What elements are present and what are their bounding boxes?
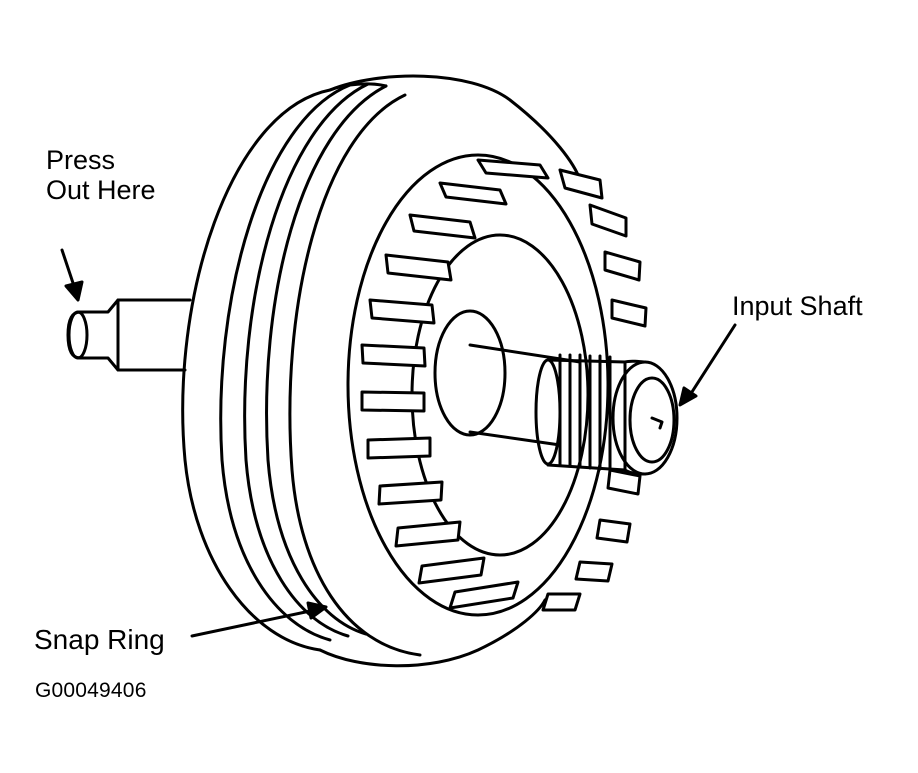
figure-code: G00049406 xyxy=(35,679,147,702)
input-shaft-arrow xyxy=(678,323,737,407)
snap-ring-label: Snap Ring xyxy=(34,624,165,655)
snap-ring-arrow xyxy=(190,601,328,638)
press-out-arrow xyxy=(60,248,84,302)
rear-shaft xyxy=(66,298,192,372)
input-shaft xyxy=(468,343,679,476)
press-out-here-label: Press Out Here xyxy=(46,145,156,206)
input-shaft-label: Input Shaft xyxy=(732,291,863,321)
hub-bore xyxy=(433,309,507,437)
drum-inner-opening xyxy=(346,153,610,617)
clutch-drum xyxy=(181,74,582,668)
clutch-plate-teeth xyxy=(360,158,648,612)
